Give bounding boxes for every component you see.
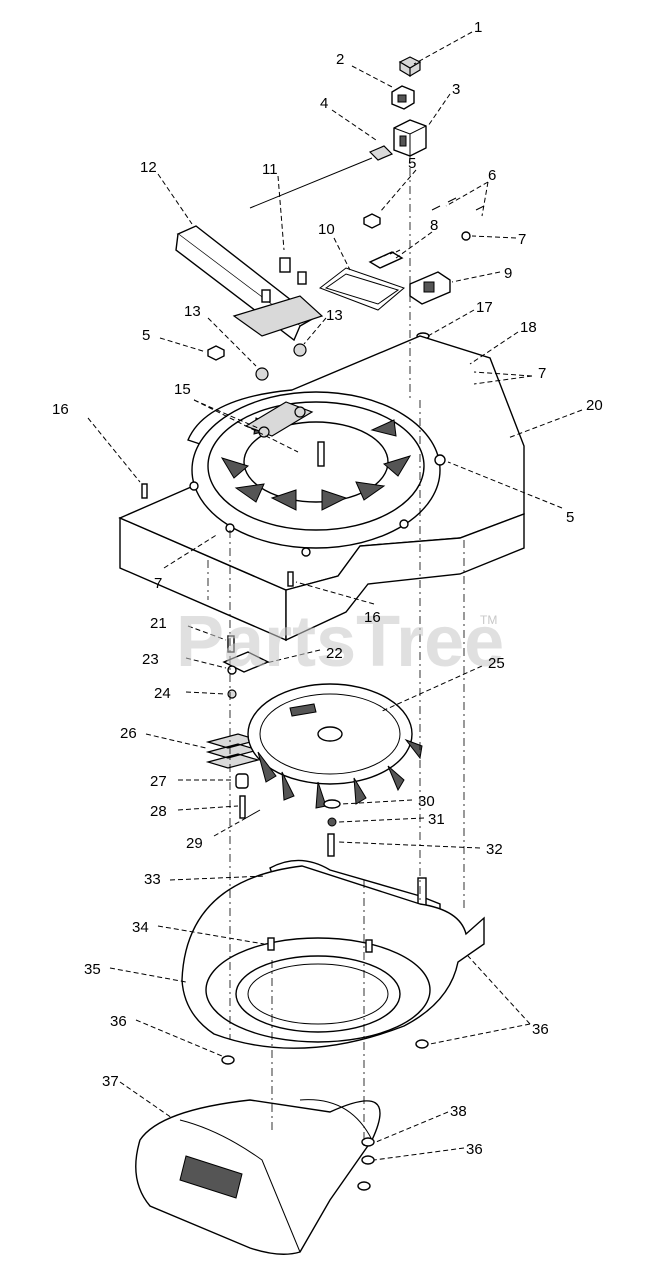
callout-36-bottom: 36 (466, 1141, 483, 1158)
part-12-handle-bracket (175, 225, 324, 342)
part-7-nuts-housing (189, 454, 446, 557)
callout-5-left: 5 (142, 327, 150, 344)
callout-24: 24 (154, 685, 171, 702)
partstree-watermark: PartsTree TM (176, 602, 504, 682)
part-8-spring (368, 249, 404, 269)
callout-13-right: 13 (326, 307, 343, 324)
callout-5-top: 5 (408, 155, 416, 172)
callout-27: 27 (150, 773, 167, 790)
part-10-link (318, 267, 405, 311)
part-1-nut (398, 56, 422, 78)
callout-7-right: 7 (538, 365, 546, 382)
callout-37: 37 (102, 1073, 119, 1090)
callout-1: 1 (474, 19, 482, 36)
callout-21: 21 (150, 615, 167, 632)
part-16-screws (141, 483, 294, 587)
part-13-nuts (255, 343, 307, 381)
callout-16-left: 16 (52, 401, 69, 418)
part-21-screw (227, 635, 235, 653)
part-28-pin (239, 795, 246, 819)
callout-25: 25 (488, 655, 505, 672)
callout-labels: 1 2 3 4 5 6 7 8 9 10 11 12 13 13 5 15 16… (52, 19, 603, 1158)
callout-9: 9 (504, 265, 512, 282)
callout-30: 30 (418, 793, 435, 810)
callout-2: 2 (336, 51, 344, 68)
callout-7-top: 7 (518, 231, 526, 248)
callout-4: 4 (320, 95, 328, 112)
part-9-bracket (409, 271, 451, 305)
part-34-screws (267, 937, 373, 953)
callout-11: 11 (262, 161, 278, 178)
part-20-housing (118, 335, 525, 642)
callout-36-right: 36 (532, 1021, 549, 1038)
callout-12: 12 (140, 159, 157, 176)
callout-34: 34 (132, 919, 149, 936)
callout-38: 38 (450, 1103, 467, 1120)
callout-36-left: 36 (110, 1013, 127, 1030)
part-6-screws (431, 197, 485, 211)
callout-29: 29 (186, 835, 203, 852)
part-29-cotter (245, 809, 261, 819)
part-2-clip (391, 85, 415, 110)
callout-23: 23 (142, 651, 159, 668)
parts-30-32-hardware (323, 799, 341, 857)
callout-3: 3 (452, 81, 460, 98)
watermark-tm: TM (480, 613, 497, 627)
part-36-nuts (221, 1039, 429, 1191)
callout-7-bottom: 7 (154, 575, 162, 592)
watermark-text: PartsTree (176, 602, 504, 682)
callout-33: 33 (144, 871, 161, 888)
callout-5-right: 5 (566, 509, 574, 526)
callout-31: 31 (428, 811, 445, 828)
callout-20: 20 (586, 397, 603, 414)
part-11-screws (261, 257, 307, 303)
assembly-centerlines (207, 150, 465, 1150)
callout-17: 17 (476, 299, 493, 316)
part-25-impeller (247, 683, 423, 809)
callout-26: 26 (120, 725, 137, 742)
callout-28: 28 (150, 803, 167, 820)
part-37-intake-nozzle (135, 1099, 381, 1255)
part-4-switch-cable (249, 145, 394, 209)
part-5-nut-top (363, 213, 381, 229)
callout-35: 35 (84, 961, 101, 978)
part-35-lower-housing (181, 865, 485, 1049)
part-27-bushing (235, 773, 249, 789)
part-24-nut (227, 689, 237, 699)
part-5-nut-left (207, 345, 225, 361)
callout-6: 6 (488, 167, 496, 184)
leader-lines (87, 31, 583, 1161)
callout-10: 10 (318, 221, 335, 238)
callout-18: 18 (520, 319, 537, 336)
callout-13-left: 13 (184, 303, 201, 320)
callout-22: 22 (326, 645, 343, 662)
callout-15: 15 (174, 381, 191, 398)
callout-16-right: 16 (364, 609, 381, 626)
callout-32: 32 (486, 841, 503, 858)
callout-8: 8 (430, 217, 438, 234)
